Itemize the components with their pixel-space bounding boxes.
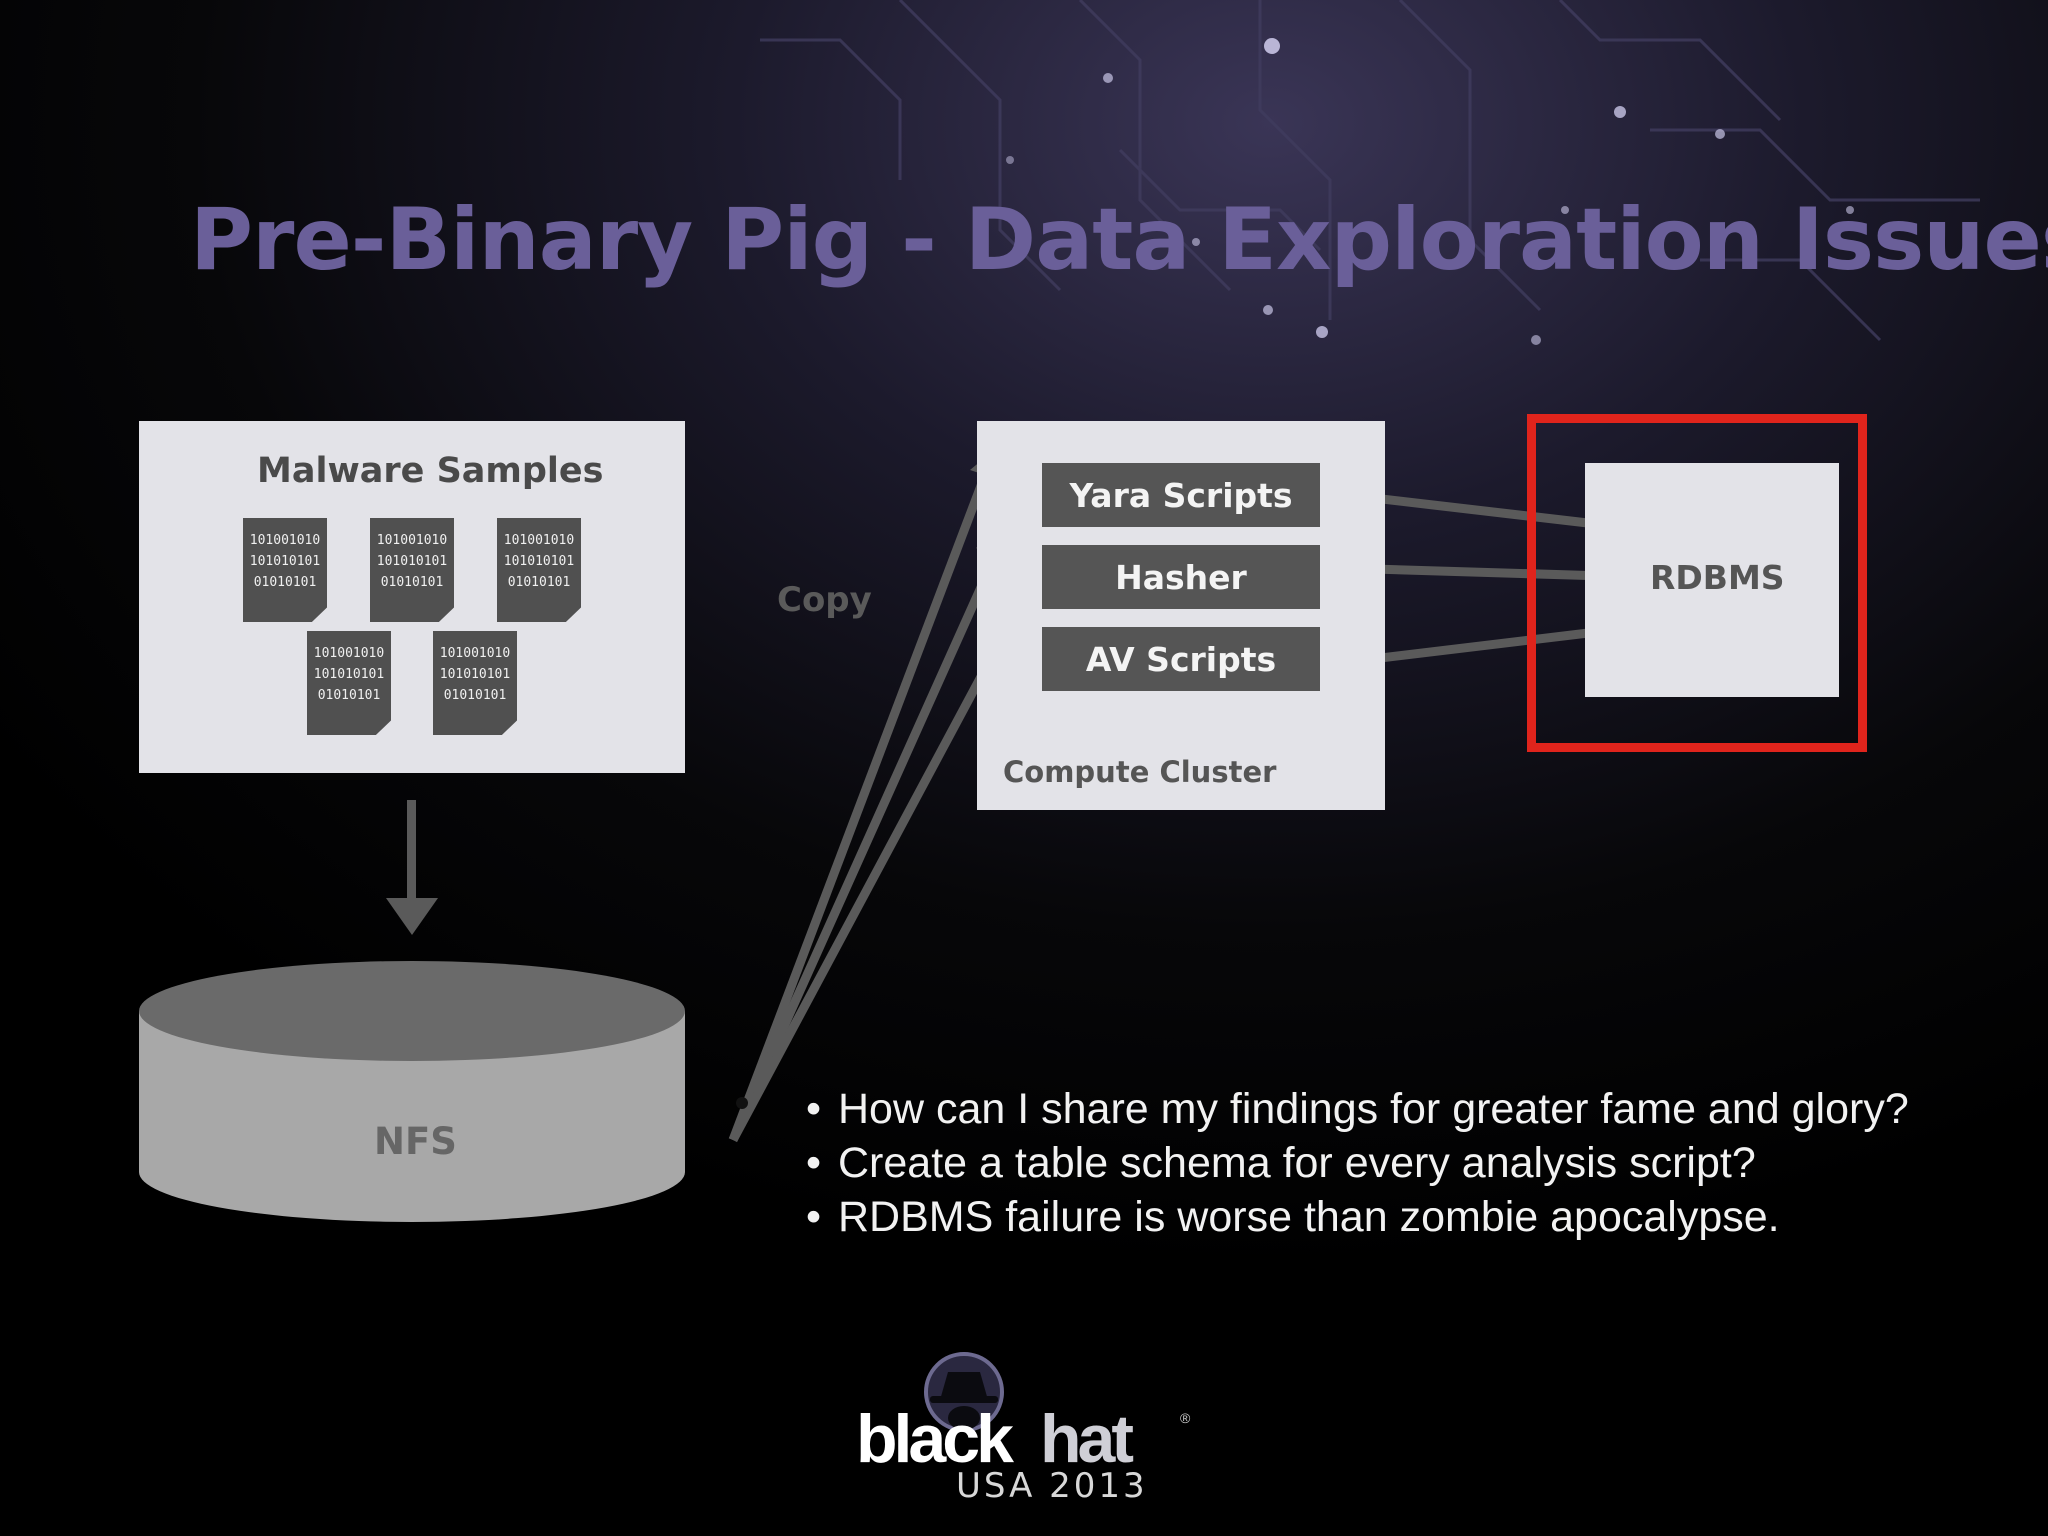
binary-file-icon: 101001010 101010101 01010101 (243, 518, 327, 622)
malware-samples-title: Malware Samples (257, 451, 604, 491)
file-line: 101001010 (249, 533, 321, 548)
rdbms-highlight-frame (1527, 414, 1867, 752)
rdbms-box (1585, 463, 1839, 697)
file-line: 01010101 (317, 688, 381, 703)
file-line: 01010101 (443, 688, 507, 703)
file-line: 01010101 (507, 575, 571, 590)
slide-title: Pre-Binary Pig - Data Exploration Issues (190, 190, 2048, 290)
down-arrow (386, 800, 438, 935)
file-line: 101001010 (439, 646, 511, 661)
binary-file-icon: 101001010 101010101 01010101 (307, 631, 391, 735)
copy-label: Copy (777, 580, 872, 620)
rdbms-label: RDBMS (1650, 558, 1785, 597)
file-line: 01010101 (253, 575, 317, 590)
compute-cluster-label: Compute Cluster (1003, 755, 1277, 789)
list-item: RDBMS failure is worse than zombie apoca… (806, 1190, 1909, 1244)
list-item: Create a table schema for every analysis… (806, 1136, 1909, 1190)
binary-file-icon: 101001010 101010101 01010101 (433, 631, 517, 735)
registered-mark: ® (1180, 1410, 1191, 1426)
arrow-origin-dot (736, 1097, 748, 1109)
binary-file-icon: 101001010 101010101 01010101 (370, 518, 454, 622)
av-scripts-box: AV Scripts (1042, 627, 1320, 691)
file-line: 101001010 (376, 533, 448, 548)
file-line: 01010101 (380, 575, 444, 590)
file-line: 101010101 (439, 667, 511, 682)
nfs-storage-cylinder (139, 961, 685, 1222)
nfs-label: NFS (374, 1120, 457, 1163)
binary-file-icon: 101001010 101010101 01010101 (497, 518, 581, 622)
black-hat-logo-word-hat: hat (1040, 1401, 1134, 1477)
file-line: 101010101 (313, 667, 385, 682)
black-hat-logo-word-black: black (856, 1401, 1014, 1477)
copy-arrows (728, 460, 1010, 1143)
file-line: 101001010 (503, 533, 575, 548)
list-item: How can I share my findings for greater … (806, 1082, 1909, 1136)
file-line: 101010101 (376, 554, 448, 569)
yara-scripts-box: Yara Scripts (1042, 463, 1320, 527)
file-line: 101010101 (249, 554, 321, 569)
file-line: 101010101 (503, 554, 575, 569)
black-hat-logo-subtitle: USA 2013 (956, 1466, 1148, 1506)
hasher-box: Hasher (1042, 545, 1320, 609)
file-line: 101001010 (313, 646, 385, 661)
issue-bullet-list: How can I share my findings for greater … (806, 1082, 1909, 1244)
